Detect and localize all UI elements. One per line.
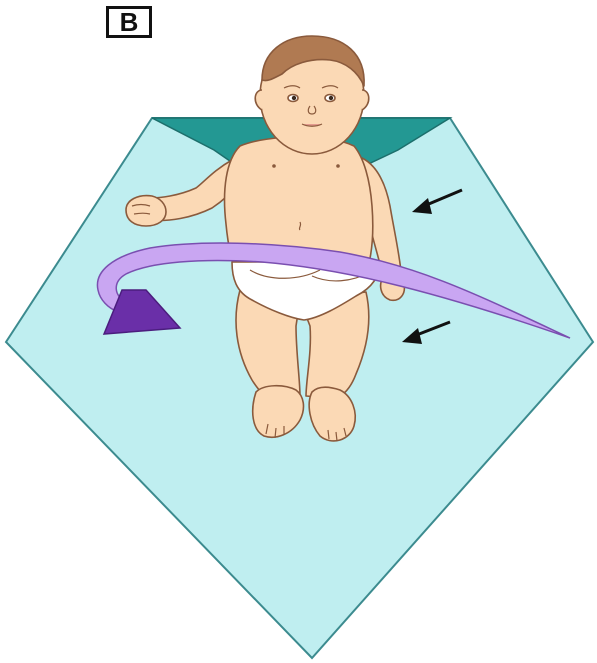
baby-left-hand (126, 196, 166, 226)
